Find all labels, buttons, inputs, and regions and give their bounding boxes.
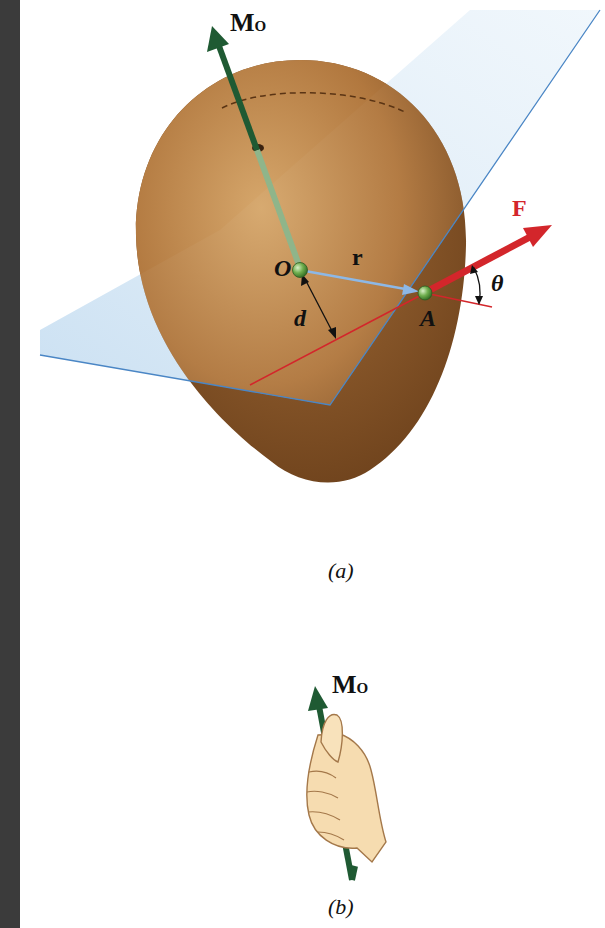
dimension-label: d bbox=[294, 306, 306, 330]
point-o bbox=[293, 263, 308, 278]
finger-crease bbox=[308, 812, 340, 820]
moment-arrowhead bbox=[308, 686, 328, 711]
vector-label: MO bbox=[230, 10, 266, 36]
angle-arc-head bbox=[475, 296, 483, 305]
moment-arm-head bbox=[328, 327, 336, 339]
figure-caption: (a) bbox=[328, 560, 354, 582]
fist bbox=[307, 734, 386, 862]
figure-caption: (b) bbox=[328, 896, 354, 918]
right-hand bbox=[307, 714, 386, 862]
line-of-action bbox=[250, 293, 425, 385]
thumb bbox=[321, 714, 342, 762]
finger-crease bbox=[309, 771, 336, 778]
point-label: O bbox=[274, 256, 291, 280]
position-vector bbox=[305, 271, 408, 290]
moment-arm bbox=[305, 279, 332, 331]
vector-label: r bbox=[352, 245, 363, 269]
r-extension bbox=[425, 293, 492, 307]
force-arrowhead bbox=[523, 225, 552, 247]
moment-vector bbox=[219, 46, 257, 150]
plane-edge bbox=[40, 10, 600, 405]
moment-arrowhead bbox=[207, 26, 229, 52]
moment-vector-tail bbox=[352, 866, 355, 880]
position-arrowhead bbox=[402, 284, 419, 295]
rigid-body-upper bbox=[136, 60, 466, 482]
page-panel bbox=[20, 0, 605, 928]
axis-trace bbox=[222, 93, 405, 112]
angle-label: θ bbox=[491, 271, 503, 295]
angle-arc-head bbox=[470, 265, 478, 274]
finger-crease bbox=[318, 832, 344, 840]
point-a bbox=[418, 286, 432, 300]
finger-crease bbox=[307, 791, 338, 798]
moment-stem bbox=[257, 150, 300, 268]
vector-label: F bbox=[512, 196, 527, 220]
vector-label: MO bbox=[332, 672, 368, 698]
point-label: A bbox=[420, 306, 436, 330]
rigid-body bbox=[136, 60, 466, 482]
